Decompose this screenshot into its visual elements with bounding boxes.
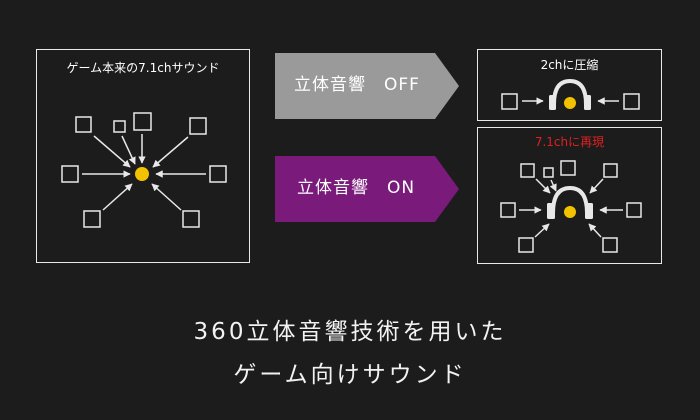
speaker-box	[61, 165, 79, 183]
headphone-icon	[549, 95, 591, 110]
speaker-box	[189, 117, 207, 135]
on-arrow-shape	[275, 156, 459, 222]
sound-arrow	[102, 183, 133, 211]
speaker-box	[560, 160, 576, 176]
speaker-box	[603, 163, 618, 178]
listener-dot	[564, 97, 576, 109]
sound-arrow	[549, 179, 557, 192]
caption-line-1: 360立体音響技術を用いた	[193, 319, 507, 345]
native-71-title: ゲーム本来の7.1chサウンド	[66, 61, 220, 75]
speaker-box	[133, 112, 152, 131]
compressed-2ch-panel: 2chに圧縮	[477, 49, 662, 121]
speaker-box	[520, 163, 535, 178]
listener-dot	[564, 206, 576, 218]
listener-dot	[135, 167, 149, 181]
speaker-box	[209, 165, 227, 183]
headphone-band	[551, 185, 589, 214]
compressed-2ch-diagram	[501, 78, 640, 110]
sound-arrow	[121, 135, 136, 165]
speaker-box	[500, 202, 516, 218]
speaker-box	[518, 237, 534, 253]
native-71-panel: ゲーム本来の7.1chサウンド	[36, 49, 250, 263]
native-71-diagram	[61, 112, 227, 228]
restored-71-diagram	[500, 160, 642, 253]
restored-71-title: 7.1chに再現	[534, 135, 605, 149]
speaker-box	[501, 93, 518, 110]
speaker-box	[83, 210, 101, 228]
on-arrow-label: 立体音響 ON	[297, 178, 416, 198]
sound-arrow	[589, 178, 604, 194]
speaker-box	[75, 116, 92, 133]
sound-arrow	[535, 178, 551, 194]
speaker-box	[543, 167, 554, 178]
off-arrow-label: 立体音響 OFF	[294, 75, 420, 95]
sound-arrow	[93, 135, 131, 168]
sound-arrow	[588, 223, 602, 238]
sound-arrow	[534, 223, 550, 238]
speaker-box	[113, 120, 126, 133]
sound-arrow	[152, 136, 189, 168]
off-arrow-shape	[275, 53, 459, 119]
headphone-band	[552, 78, 588, 105]
sound-arrow	[151, 183, 182, 211]
speaker-box	[602, 237, 618, 253]
restored-71-panel: 7.1chに再現	[477, 127, 662, 264]
compressed-2ch-title: 2chに圧縮	[540, 58, 599, 72]
headphone-icon	[547, 203, 593, 219]
speaker-box	[182, 210, 200, 228]
caption-line-2: ゲーム向けサウンド	[233, 362, 467, 388]
speaker-box	[626, 202, 642, 218]
speaker-box	[623, 93, 640, 110]
